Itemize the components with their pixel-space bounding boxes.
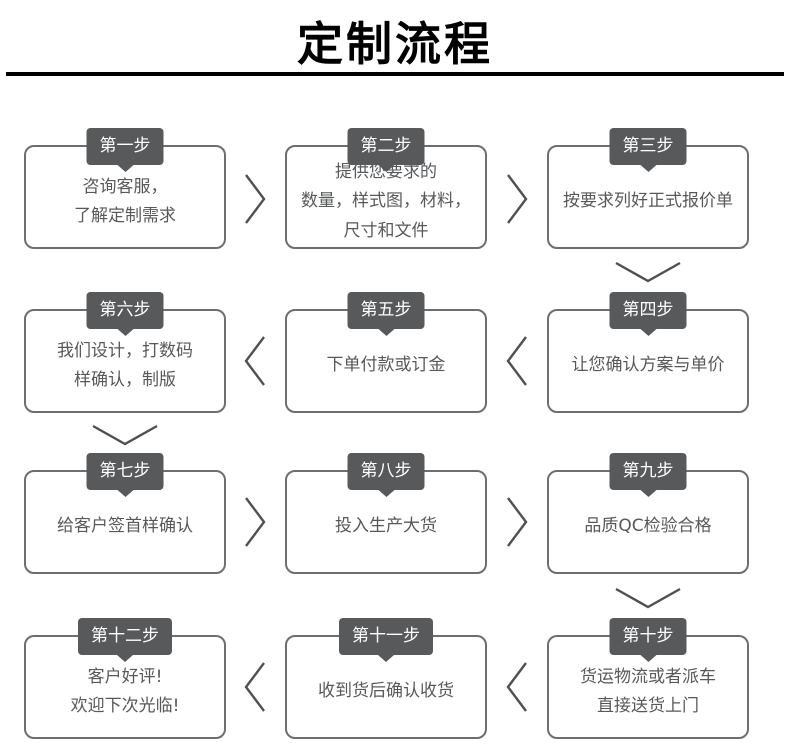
arrow-left-icon (504, 333, 530, 389)
page-title: 定制流程 (297, 17, 493, 71)
step-card-2: 第二步 提供您要求的 数量，样式图，材料， 尺寸和文件 (285, 128, 487, 249)
arrow-down-icon (89, 421, 161, 449)
step-badge-10: 第十步 (609, 618, 687, 655)
arrow-right-icon (242, 494, 268, 550)
arrow-left-icon (242, 659, 268, 715)
step-card-12: 第十二步 客户好评! 欢迎下次光临! (24, 618, 226, 739)
step-description-3: 按要求列好正式报价单 (563, 191, 733, 212)
step-card-7: 第七步 给客户签首样确认 (24, 453, 226, 574)
step-description-6: 我们设计，打数码 样确认，制版 (57, 340, 193, 390)
step-description-12: 客户好评! 欢迎下次光临! (70, 666, 180, 716)
arrow-down-icon (612, 584, 684, 612)
step-card-4: 第四步 让您确认方案与单价 (547, 292, 749, 413)
step-badge-5: 第五步 (347, 292, 425, 329)
arrow-right-icon (504, 171, 530, 227)
arrow-left-icon (504, 659, 530, 715)
step-card-1: 第一步 咨询客服， 了解定制需求 (24, 128, 226, 249)
step-badge-7: 第七步 (86, 453, 164, 490)
step-card-10: 第十步 货运物流或者派车 直接送货上门 (547, 618, 749, 739)
step-description-8: 投入生产大货 (335, 516, 437, 537)
step-description-4: 让您确认方案与单价 (571, 355, 725, 376)
step-card-9: 第九步 品质QC检验合格 (547, 453, 749, 574)
arrow-left-icon (242, 333, 268, 389)
step-card-8: 第八步 投入生产大货 (285, 453, 487, 574)
step-description-7: 给客户签首样确认 (57, 516, 193, 537)
step-badge-8: 第八步 (347, 453, 425, 490)
step-badge-1: 第一步 (86, 128, 164, 165)
step-description-5: 下单付款或订金 (326, 355, 446, 376)
arrow-right-icon (504, 494, 530, 550)
arrow-right-icon (242, 171, 268, 227)
step-card-11: 第十一步 收到货后确认收货 (285, 618, 487, 739)
step-badge-3: 第三步 (609, 128, 687, 165)
step-badge-12: 第十二步 (78, 618, 172, 655)
step-card-3: 第三步 按要求列好正式报价单 (547, 128, 749, 249)
step-badge-9: 第九步 (609, 453, 687, 490)
step-description-10: 货运物流或者派车 直接送货上门 (580, 666, 716, 716)
step-card-6: 第六步 我们设计，打数码 样确认，制版 (24, 292, 226, 413)
step-description-1: 咨询客服， 了解定制需求 (74, 176, 176, 226)
title-divider (6, 72, 784, 76)
step-card-5: 第五步 下单付款或订金 (285, 292, 487, 413)
step-badge-6: 第六步 (86, 292, 164, 329)
step-badge-2: 第二步 (347, 128, 425, 165)
step-badge-4: 第四步 (609, 292, 687, 329)
step-description-11: 收到货后确认收货 (318, 681, 454, 702)
arrow-down-icon (612, 258, 684, 286)
step-description-2: 提供您要求的 数量，样式图，材料， 尺寸和文件 (301, 162, 471, 241)
step-badge-11: 第十一步 (339, 618, 433, 655)
step-description-9: 品质QC检验合格 (584, 516, 712, 537)
